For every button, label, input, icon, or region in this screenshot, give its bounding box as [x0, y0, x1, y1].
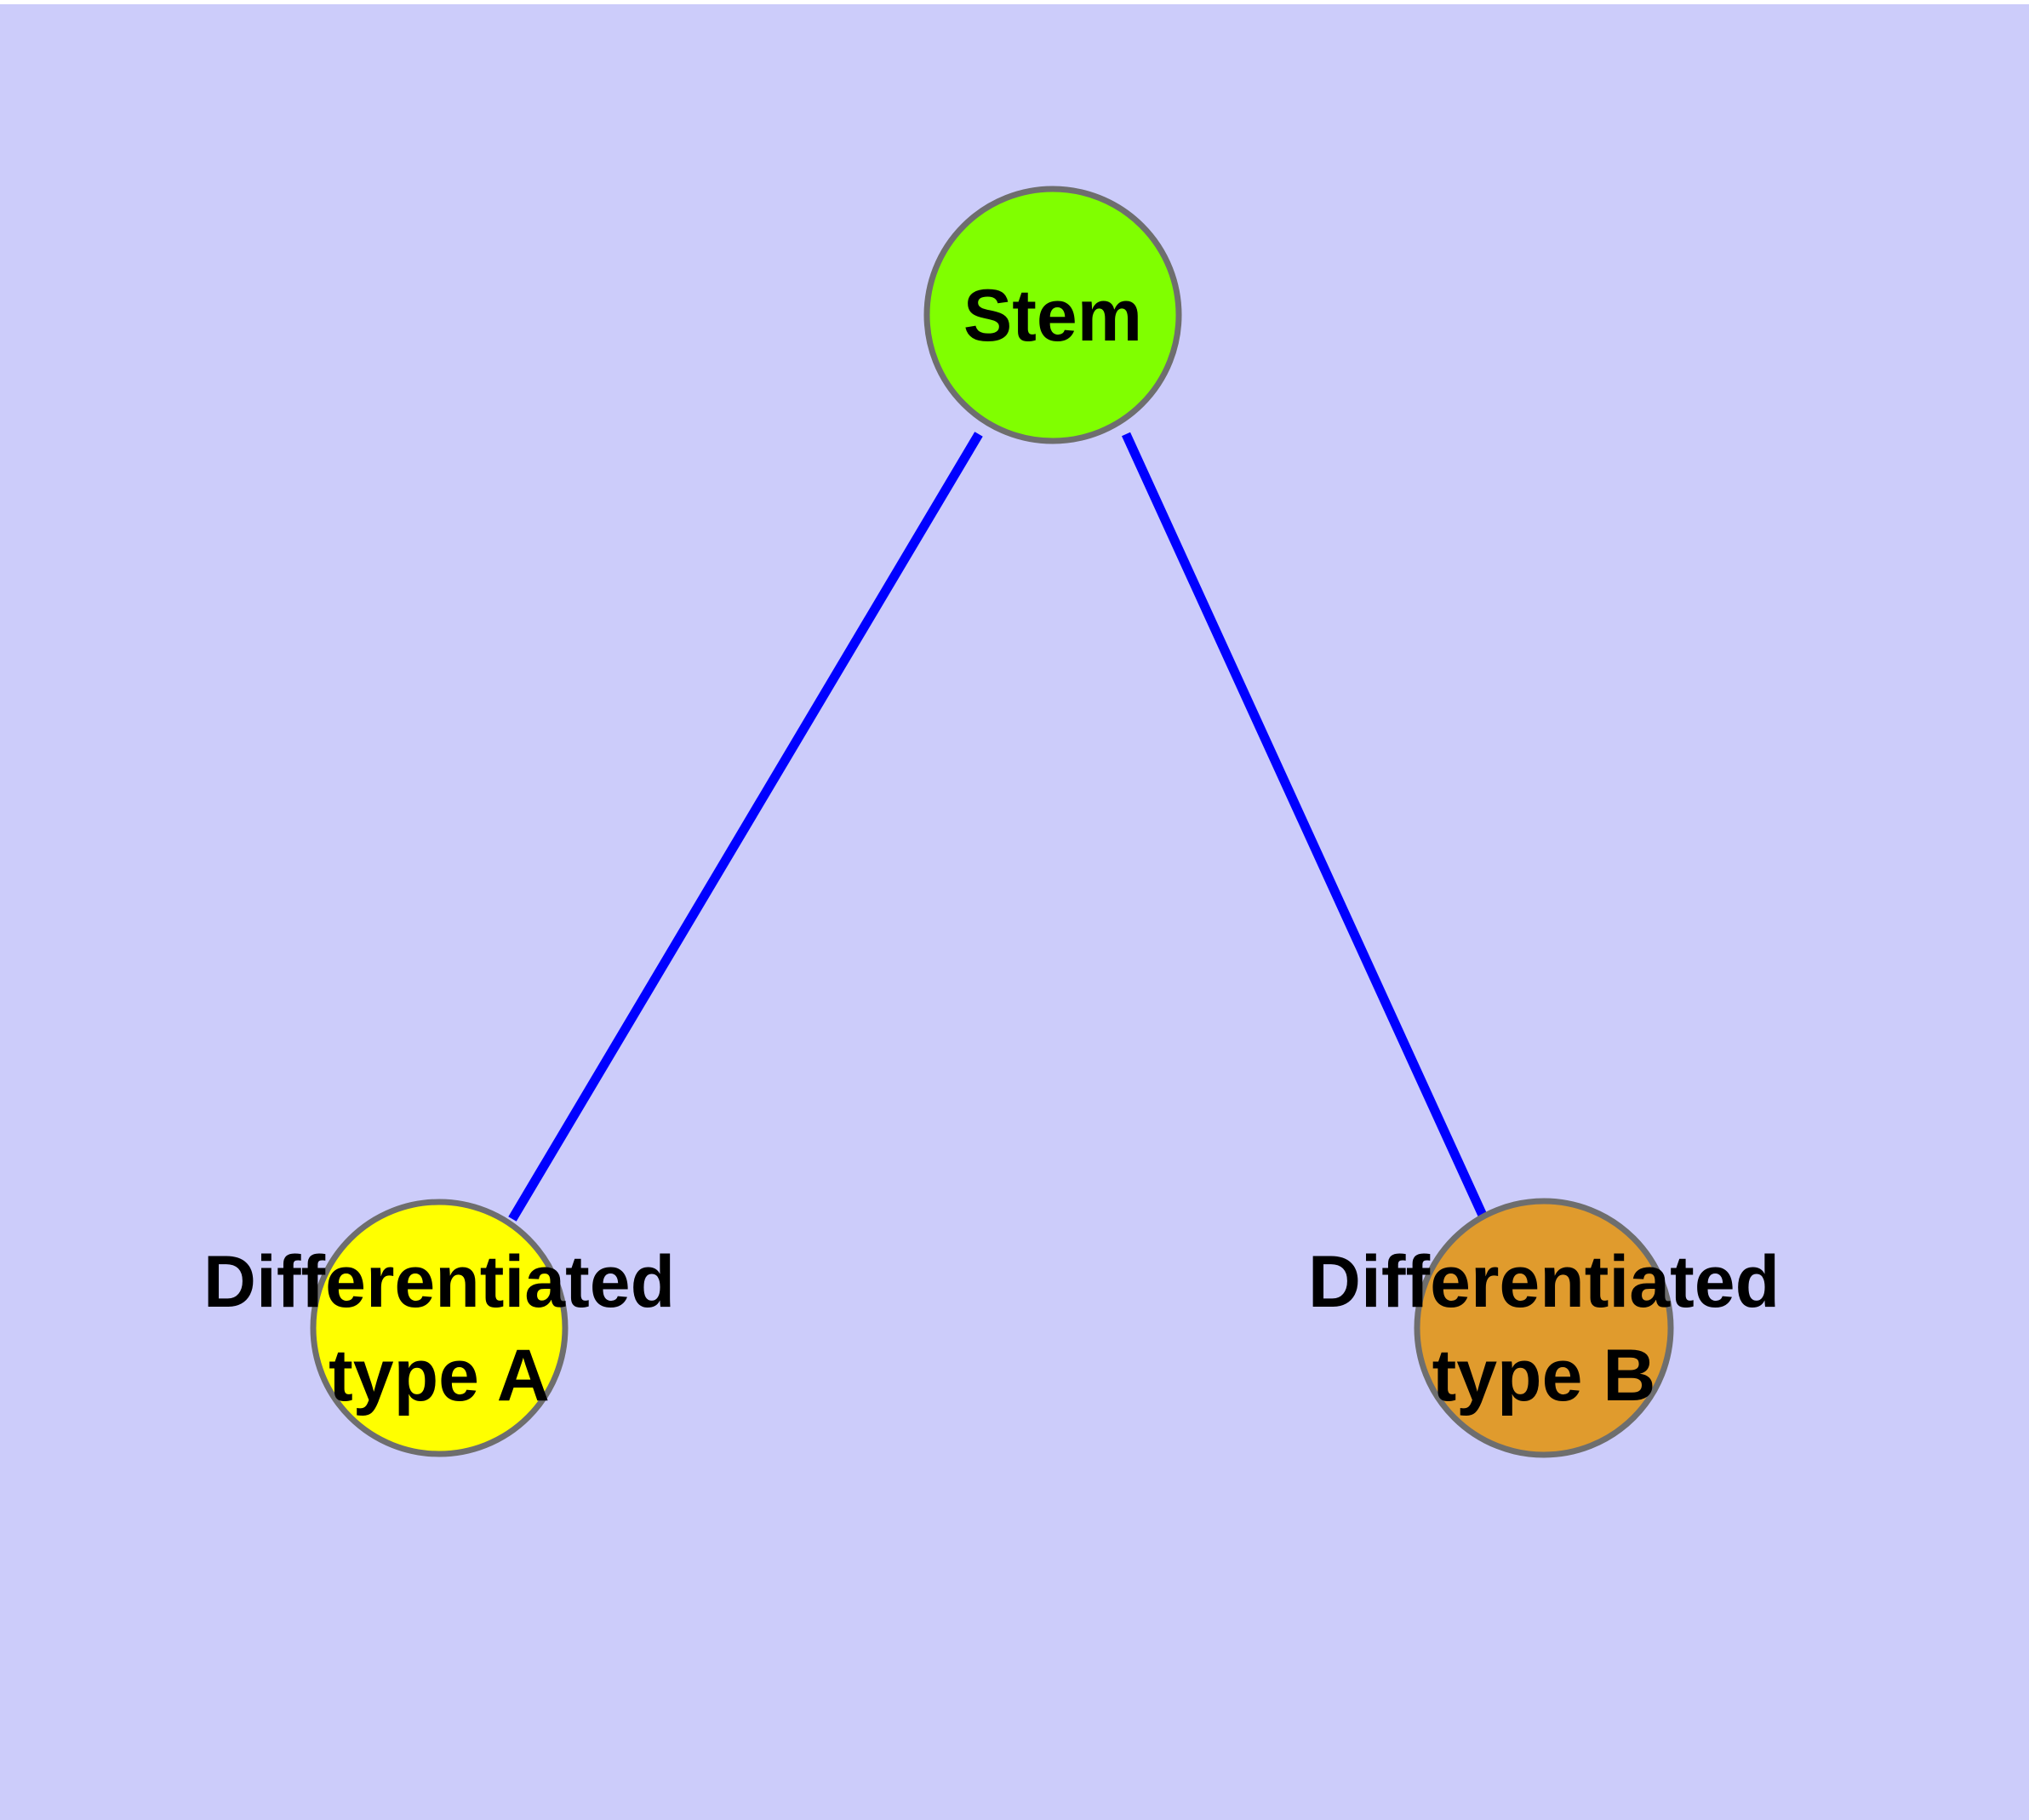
label-line: Differentiated — [1308, 1241, 1780, 1323]
node-differentiated-type-a-label: Differentiated type A — [203, 1241, 675, 1417]
node-group — [310, 186, 1674, 1458]
edge-stem-to-differentiated-type-b[interactable] — [1121, 432, 1489, 1222]
node-differentiated-type-b-circle[interactable] — [1414, 1198, 1674, 1458]
node-stem-label: Stem — [963, 275, 1142, 357]
label-line: type B — [1432, 1335, 1656, 1417]
edge-stem-to-differentiated-type-a[interactable] — [508, 432, 983, 1222]
node-stem[interactable] — [923, 186, 1182, 444]
node-differentiated-type-a-circle[interactable] — [310, 1199, 569, 1457]
node-stem-circle[interactable] — [923, 186, 1182, 444]
label-line: Differentiated — [203, 1241, 675, 1323]
node-differentiated-type-b-label: Differentiated type B — [1308, 1241, 1780, 1417]
label-line: type A — [329, 1335, 550, 1417]
label-line: Stem — [963, 275, 1142, 357]
node-differentiated-type-a[interactable] — [310, 1199, 569, 1457]
label-group: Stem Differentiated type A Differentiated… — [203, 275, 1780, 1417]
edge-group — [508, 432, 1489, 1222]
node-differentiated-type-b[interactable] — [1414, 1198, 1674, 1458]
